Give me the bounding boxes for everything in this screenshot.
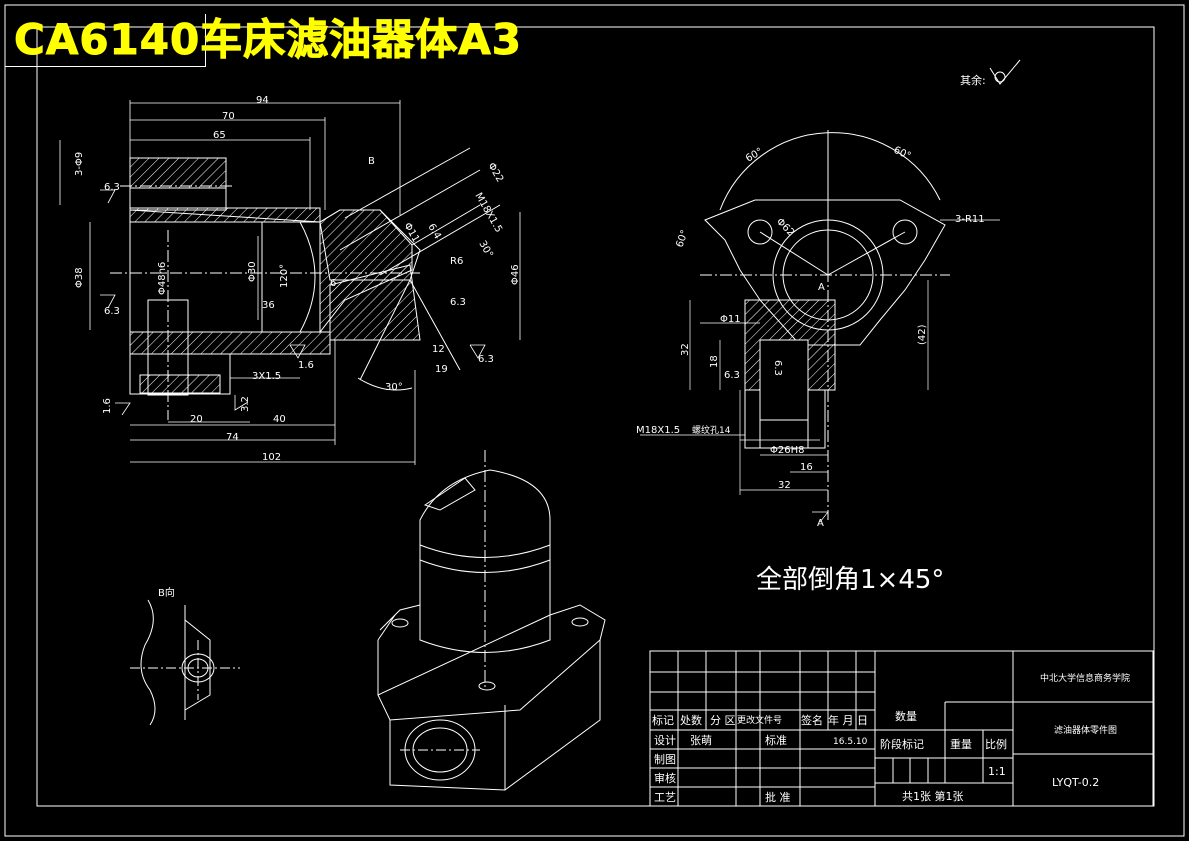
dim-6-3-c: 6.3 [450, 297, 466, 308]
outer-border [4, 4, 1185, 837]
title-block-text: 中北大学信息商务学院 滤油器体零件图 LYQT-0.2 标记 处数 分 区 更改… [652, 672, 1130, 804]
dim-m18: M18X1.5 [472, 191, 504, 235]
stage-label: 阶段标记 [880, 737, 924, 751]
weight-label: 重量 [950, 737, 972, 751]
dim-6-4: 6.4 [425, 222, 442, 241]
dim-32-vertical: 32 [680, 343, 691, 356]
drawing-code: LYQT-0.2 [1052, 776, 1099, 789]
dim-70: 70 [222, 111, 235, 122]
dim-thread-depth: 螺纹孔14 [692, 424, 731, 436]
front-dimensions [59, 100, 521, 465]
dim-19: 19 [435, 364, 448, 375]
dim-40: 40 [273, 414, 286, 425]
school-name: 中北大学信息商务学院 [1040, 672, 1130, 684]
dim-phi38: Φ38 [74, 267, 85, 288]
dim-1-6-a: 1.6 [298, 360, 314, 371]
top-view [640, 130, 1000, 523]
qty-label: 数量 [895, 710, 917, 723]
header-count: 处数 [680, 714, 702, 727]
process-label: 工艺 [654, 791, 676, 804]
design-date: 16.5.10 [833, 737, 868, 747]
chamfer-note: 全部倒角1×45° [756, 565, 944, 595]
dim-3R11: 3-R11 [955, 214, 985, 225]
title-block [649, 650, 1154, 807]
dim-1-6-b: 1.6 [102, 398, 113, 414]
standard-label: 标准 [765, 733, 787, 747]
dim-3x1-5: 3X1.5 [252, 371, 281, 382]
dim-102: 102 [262, 452, 281, 463]
dim-6-3-d: 6.3 [478, 354, 494, 365]
dim-30deg: 30° [476, 239, 494, 260]
header-mark: 标记 [652, 713, 674, 727]
header-sign: 签名 [801, 713, 823, 727]
front-dimension-text: 94 70 65 3-Φ9 6.3 6.3 Φ38 Φ48h6 Φ30 120°… [74, 95, 521, 463]
dim-18: 18 [709, 355, 720, 368]
roughness-other-symbol: 其余: [960, 59, 1021, 87]
dim-30deg-2: 30° [385, 382, 403, 393]
page-title: CA6140车床滤油器体A3 [14, 15, 522, 65]
dim-60deg-c: 60° [674, 229, 690, 249]
isometric-view [377, 450, 606, 791]
drawing-name: 滤油器体零件图 [1054, 724, 1117, 736]
dim-74: 74 [226, 432, 239, 443]
dim-94: 94 [256, 95, 269, 106]
header-date: 年 月 日 [828, 713, 868, 727]
dim-phi46: Φ46 [510, 264, 521, 285]
dim-phi30: Φ30 [247, 261, 258, 282]
dim-m18-right: M18X1.5 [636, 425, 680, 436]
dim-R6: R6 [450, 256, 463, 267]
header-change-doc: 更改文件号 [737, 714, 782, 726]
dim-65: 65 [213, 130, 226, 141]
view-b-arrow-label: B [368, 156, 375, 167]
approve-label: 批 准 [765, 790, 791, 804]
dim-42: (42) [917, 324, 928, 345]
dim-6-3-right-b: 6.3 [772, 360, 783, 376]
scale-value: 1:1 [988, 765, 1006, 778]
dim-phi26: Φ26H8 [770, 445, 804, 456]
section-a-center-label: A [818, 282, 825, 293]
sheet-count: 共1张 第1张 [902, 789, 964, 803]
title-frame [5, 14, 206, 67]
dim-120deg: 120° [279, 264, 290, 288]
designer: 张萌 [690, 733, 712, 747]
dim-36: 36 [262, 300, 275, 311]
section-a-bottom-label: A [817, 518, 824, 529]
draw-label: 制图 [654, 753, 676, 766]
dim-phi62: Φ62 [774, 216, 796, 238]
dim-phi11-right: Φ11 [720, 314, 741, 325]
dim-16: 16 [800, 462, 813, 473]
review-label: 审核 [654, 771, 676, 785]
dim-phi22: Φ22 [485, 161, 505, 184]
dim-20: 20 [190, 414, 203, 425]
dim-6-3-a: 6.3 [104, 182, 120, 193]
dim-6-3-right: 6.3 [724, 370, 740, 381]
dim-phi48: Φ48h6 [157, 262, 168, 295]
dim-32-horizontal: 32 [778, 480, 791, 491]
dim-6-3-b: 6.3 [104, 306, 120, 317]
dim-60deg-b: 60° [892, 145, 913, 162]
design-label: 设计 [654, 734, 676, 747]
scale-label: 比例 [985, 737, 1007, 751]
view-b-label: B向 [158, 586, 175, 599]
dim-6: 6 [330, 278, 336, 289]
dim-3-2: 3.2 [240, 396, 251, 412]
inner-border [36, 26, 1155, 807]
view-b [130, 599, 240, 726]
header-zone: 分 区 [710, 714, 736, 727]
front-section-view [110, 147, 501, 420]
dim-12: 12 [432, 344, 445, 355]
dim-3phi9: 3-Φ9 [74, 152, 85, 176]
roughness-other-label: 其余: [960, 73, 986, 87]
